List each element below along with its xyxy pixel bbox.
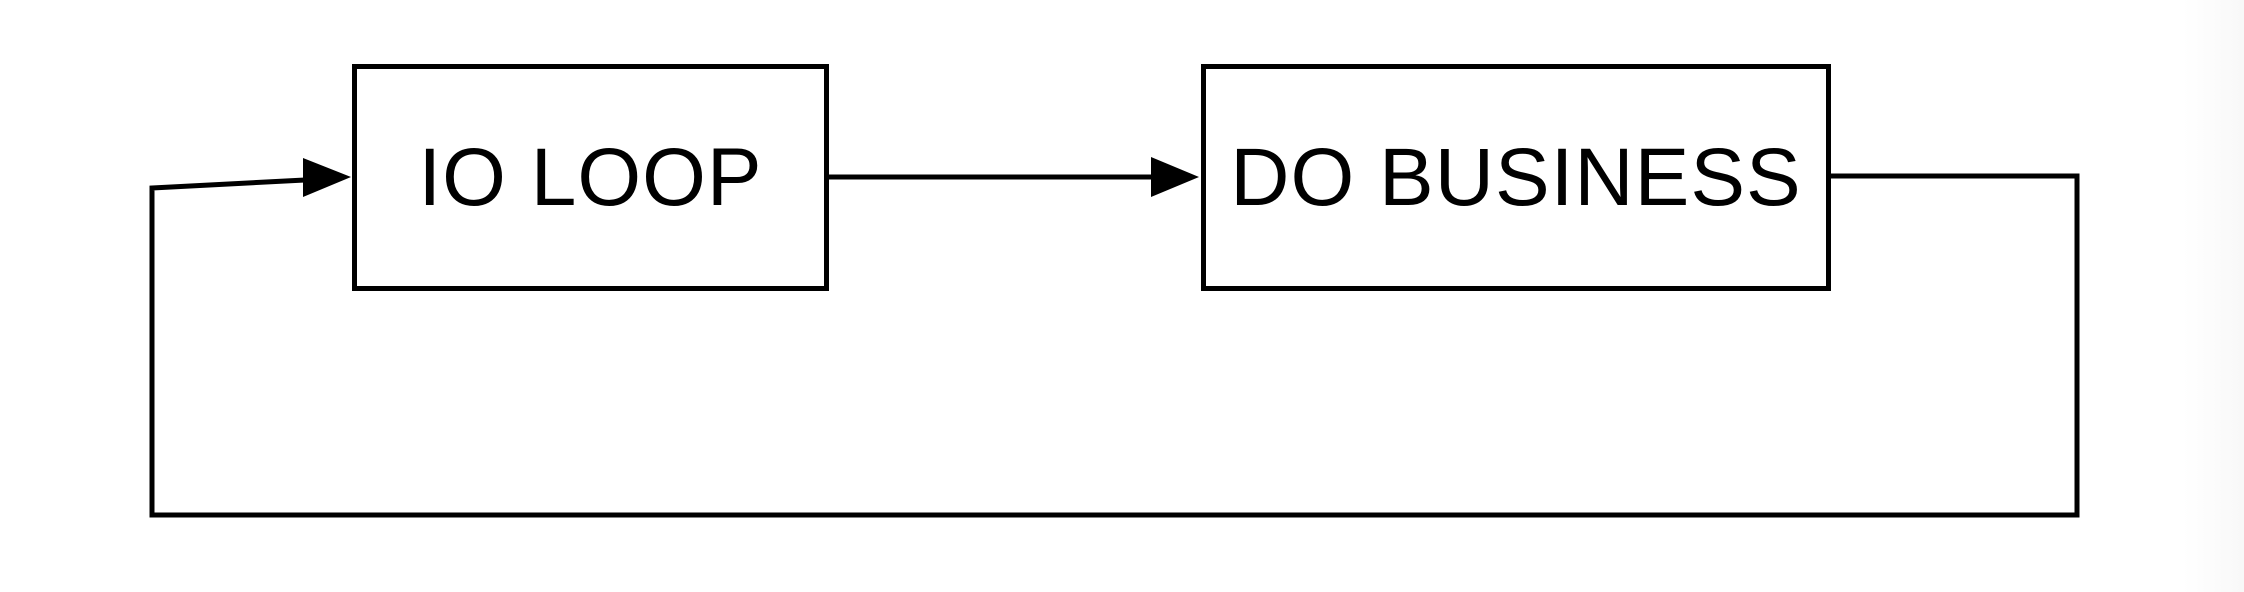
- node-io-loop: IO LOOP: [352, 64, 829, 291]
- node-do-business: DO BUSINESS: [1201, 64, 1831, 291]
- edge-business-to-io-loop-line: [149, 173, 2080, 518]
- node-do-business-label: DO BUSINESS: [1230, 131, 1802, 223]
- node-io-loop-label: IO LOOP: [418, 131, 763, 223]
- arrowhead-into-do-business-icon: [1151, 157, 1199, 197]
- arrowhead-into-io-loop-icon: [303, 158, 351, 197]
